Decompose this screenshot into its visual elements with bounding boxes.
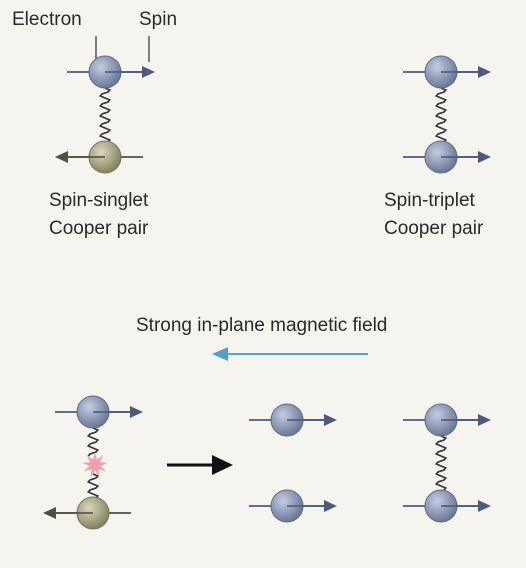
singlet-label-line1: Spin-singlet [49,190,149,211]
singlet-label-line2: Cooper pair [49,218,149,239]
spin-arrowhead-icon [324,500,337,512]
electron-spin-up [55,395,143,429]
electron-spin-up [403,55,491,89]
spin-arrowhead-icon [478,414,491,426]
broken-singlet-pair [43,395,143,530]
triplet-bond-wave [434,87,448,143]
broken-bond-wave-lower [86,473,100,499]
spin-arrowhead-icon [55,151,68,163]
electron-label: Electron [12,9,82,30]
electron-spin-up [249,489,337,523]
triplet-pair [403,55,491,174]
triplet-pair-in-field [403,403,491,523]
singlet-pair [55,55,155,174]
electron-spin-up [67,55,155,89]
spin-arrowhead-icon [478,151,491,163]
electron-spin-up [403,403,491,437]
bond-break-star-icon [82,452,108,478]
triplet-label-line2: Cooper pair [384,218,484,239]
spin-arrowhead-icon [324,414,337,426]
electron-spin-up [403,489,491,523]
electron-spin-up [403,140,491,174]
transition-arrow [167,455,233,475]
spin-arrowhead-icon [142,66,155,78]
triplet-field-bond-wave [434,435,448,491]
spin-label: Spin [139,9,177,30]
spin-arrowhead-icon [478,66,491,78]
electron-spin-down [55,140,143,174]
spin-arrowhead-icon [43,507,56,519]
singlet-bond-wave [98,87,112,143]
unpaired-electrons [249,403,337,523]
magnetic-field-arrow [212,347,368,361]
spin-arrowhead-icon [130,406,143,418]
triplet-label-line1: Spin-triplet [384,190,476,211]
electron-spin-up [249,403,337,437]
broken-bond-wave-upper [86,427,100,457]
spin-arrowhead-icon [478,500,491,512]
field-label: Strong in-plane magnetic field [136,315,387,336]
electron-spin-down [43,496,131,530]
